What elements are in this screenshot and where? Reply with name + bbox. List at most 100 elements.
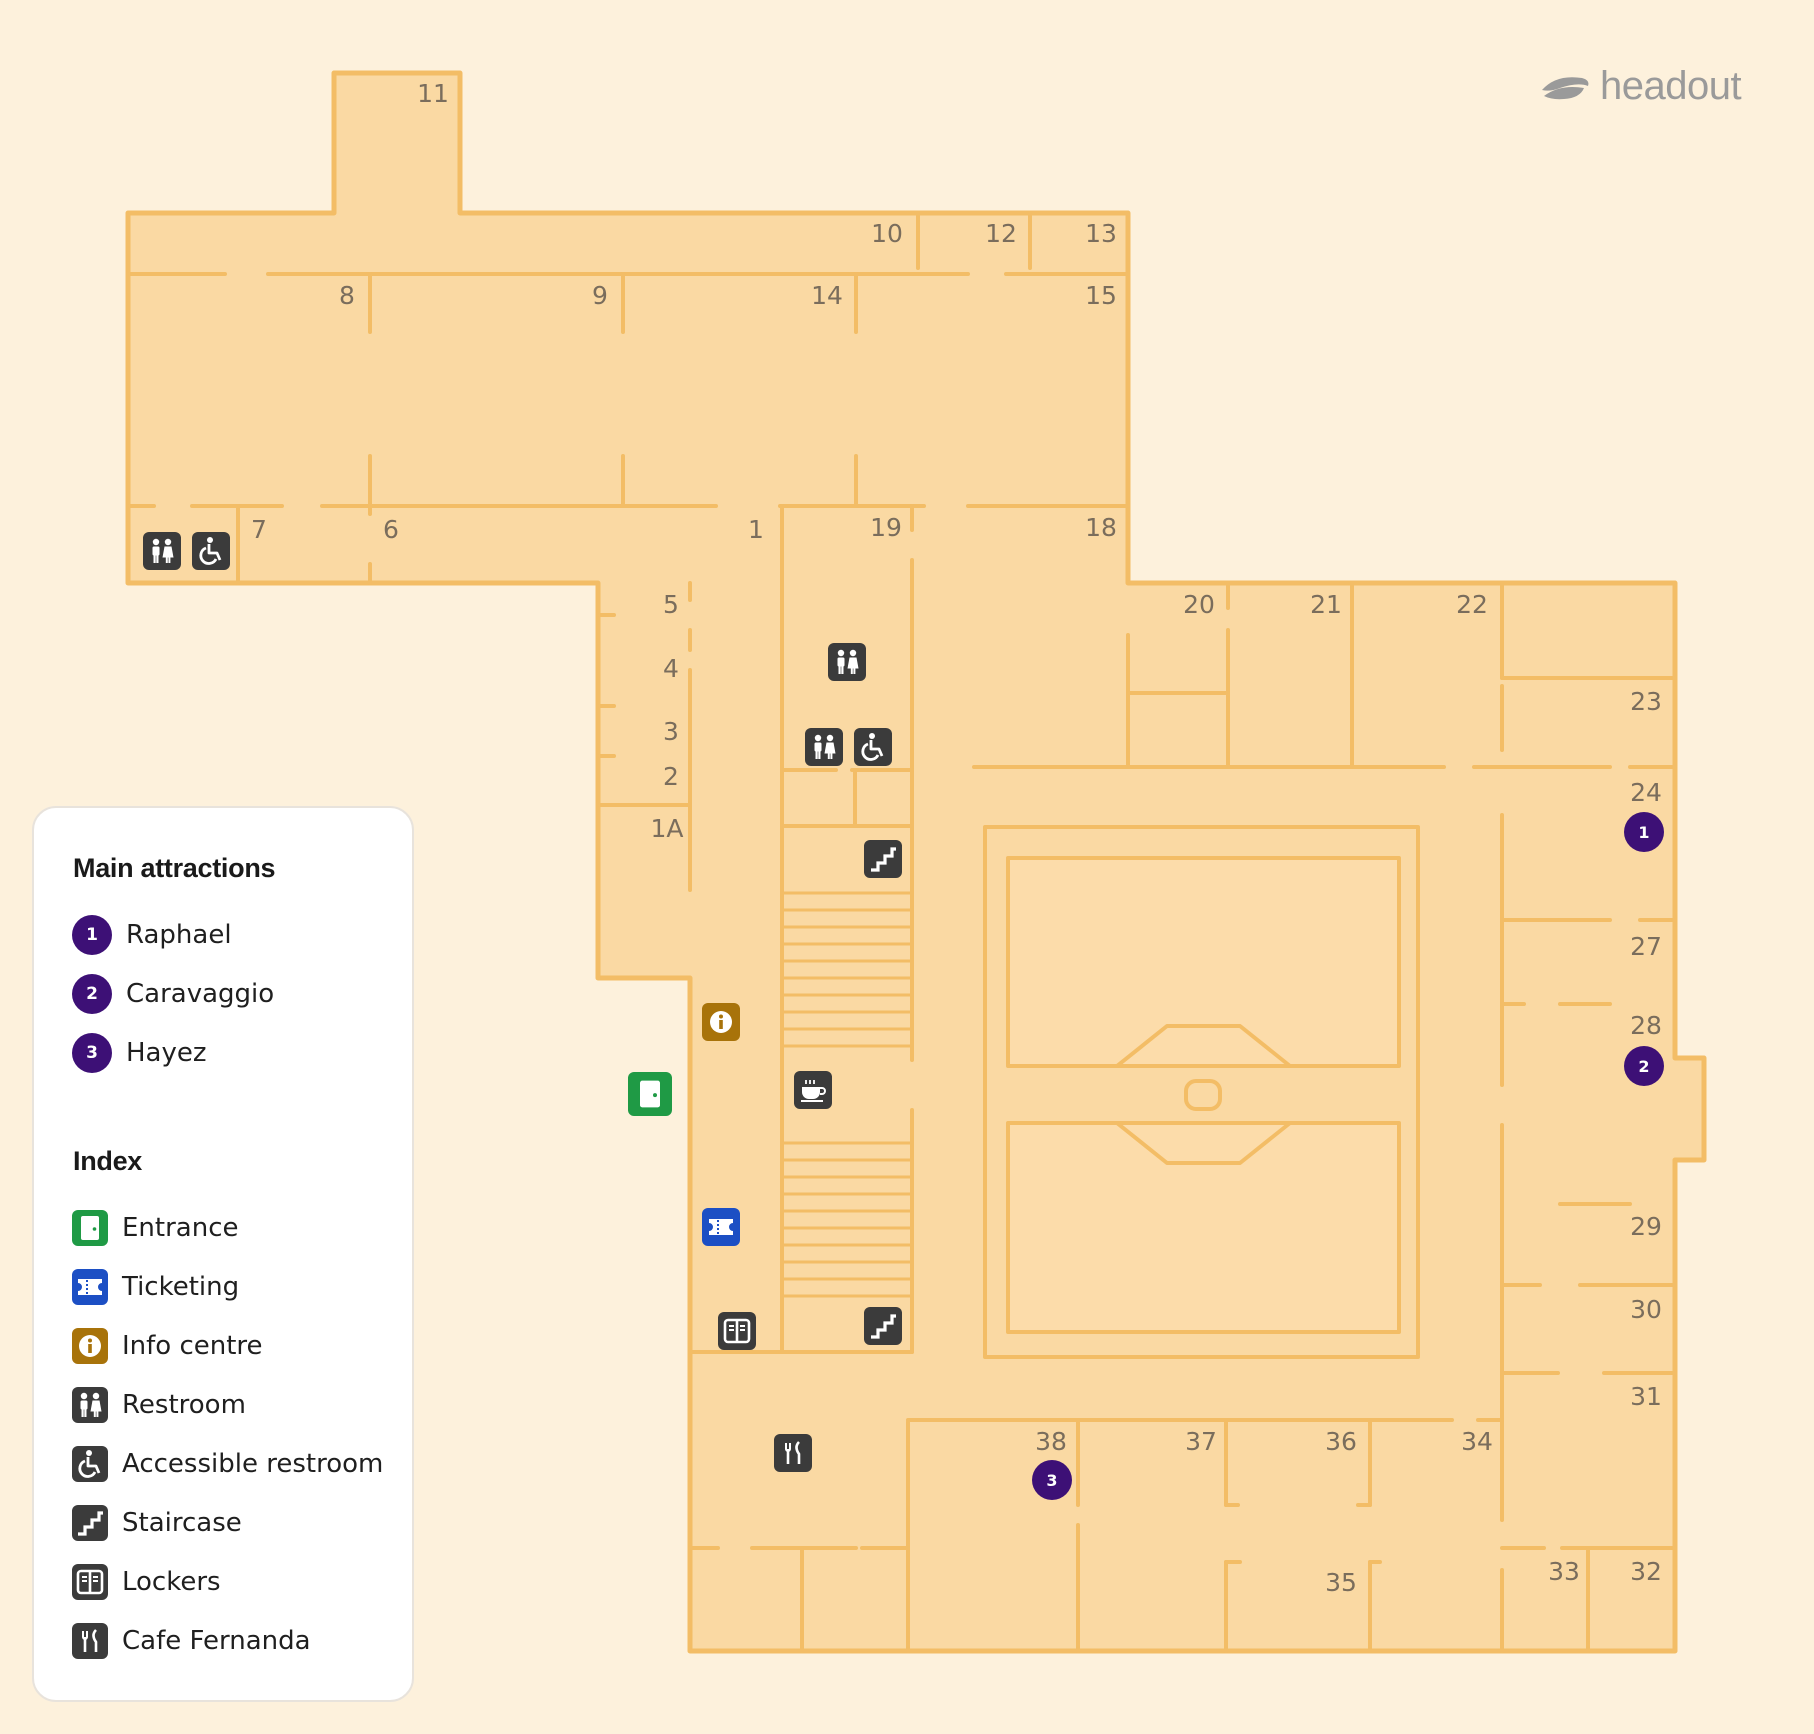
index-label: Staircase bbox=[122, 1508, 242, 1538]
map-legend: Main attractions 1 Raphael 2 Caravaggio … bbox=[32, 806, 414, 1702]
room-label: 18 bbox=[1085, 513, 1117, 542]
attraction-marker-label: 2 bbox=[1638, 1057, 1649, 1076]
legend-index-item[interactable]: Cafe Fernanda bbox=[72, 1623, 311, 1659]
ticketing-icon[interactable] bbox=[702, 1208, 740, 1246]
restroom-icon bbox=[72, 1387, 108, 1423]
attraction-marker-label: 3 bbox=[1046, 1471, 1057, 1490]
attraction-name: Hayez bbox=[126, 1038, 207, 1068]
legend-attraction-item[interactable]: 3 Hayez bbox=[72, 1033, 207, 1073]
room-label: 22 bbox=[1456, 590, 1488, 619]
room-label: 20 bbox=[1183, 590, 1215, 619]
room-label: 30 bbox=[1630, 1295, 1662, 1324]
room-label: 4 bbox=[663, 654, 679, 683]
brand-logo: headout bbox=[1538, 64, 1742, 109]
index-label: Info centre bbox=[122, 1331, 263, 1361]
staircase-icon[interactable] bbox=[864, 1307, 902, 1345]
entrance-icon[interactable] bbox=[628, 1072, 672, 1116]
index-label: Lockers bbox=[122, 1567, 221, 1597]
legend-index-item[interactable]: Lockers bbox=[72, 1564, 221, 1600]
room-label: 31 bbox=[1630, 1382, 1662, 1411]
room-label: 1A bbox=[650, 814, 683, 843]
outer-wall bbox=[125, 70, 1707, 1654]
legend-index-item[interactable]: Restroom bbox=[72, 1387, 246, 1423]
index-label: Cafe Fernanda bbox=[122, 1626, 311, 1656]
accessible-restroom-icon bbox=[72, 1446, 108, 1482]
legend-index-item[interactable]: Staircase bbox=[72, 1505, 242, 1541]
restroom-icon[interactable] bbox=[828, 643, 866, 681]
room-label: 37 bbox=[1185, 1427, 1217, 1456]
info-icon[interactable] bbox=[702, 1003, 740, 1041]
index-heading: Index bbox=[73, 1146, 143, 1176]
interior-walls bbox=[128, 213, 1675, 1653]
room-label: 1 bbox=[748, 515, 764, 544]
room-label: 32 bbox=[1630, 1557, 1662, 1586]
attraction-marker-label: 1 bbox=[1638, 823, 1649, 842]
courtyard bbox=[983, 825, 1420, 1359]
room-label: 36 bbox=[1325, 1427, 1357, 1456]
ticketing-icon bbox=[72, 1269, 108, 1305]
room-label: 5 bbox=[663, 590, 679, 619]
index-label: Restroom bbox=[122, 1390, 246, 1420]
room-label: 28 bbox=[1630, 1011, 1662, 1040]
attraction-badge: 2 bbox=[72, 974, 112, 1014]
room-label: 15 bbox=[1085, 281, 1117, 310]
room-label: 33 bbox=[1548, 1557, 1580, 1586]
room-label: 23 bbox=[1630, 687, 1662, 716]
entrance-icon bbox=[72, 1210, 108, 1246]
room-label: 29 bbox=[1630, 1212, 1662, 1241]
room-label: 21 bbox=[1310, 590, 1342, 619]
room-label: 27 bbox=[1630, 932, 1662, 961]
attraction-name: Caravaggio bbox=[126, 979, 275, 1009]
room-label: 24 bbox=[1630, 778, 1662, 807]
accessible-restroom-icon[interactable] bbox=[854, 728, 892, 766]
room-label: 7 bbox=[251, 515, 267, 544]
brand-name: headout bbox=[1600, 64, 1742, 108]
attraction-marker-2[interactable]: 2 bbox=[1624, 1046, 1664, 1086]
attraction-markers: 1 2 3 bbox=[1032, 812, 1664, 1500]
room-label: 3 bbox=[663, 717, 679, 746]
legend-attraction-item[interactable]: 1 Raphael bbox=[72, 915, 232, 955]
room-label: 14 bbox=[811, 281, 843, 310]
index-label: Accessible restroom bbox=[122, 1449, 384, 1479]
room-label: 19 bbox=[870, 513, 902, 542]
room-label: 8 bbox=[339, 281, 355, 310]
room-label: 9 bbox=[592, 281, 608, 310]
index-label: Entrance bbox=[122, 1213, 239, 1243]
map-facility-icons bbox=[143, 532, 902, 1472]
legend-index-item[interactable]: Ticketing bbox=[72, 1269, 239, 1305]
staircase-icon[interactable] bbox=[864, 840, 902, 878]
attraction-name: Raphael bbox=[126, 920, 232, 950]
room-label: 38 bbox=[1035, 1427, 1067, 1456]
lockers-icon bbox=[72, 1564, 108, 1600]
legend-index-item[interactable]: Entrance bbox=[72, 1210, 239, 1246]
index-label: Ticketing bbox=[122, 1272, 240, 1302]
room-label: 35 bbox=[1325, 1568, 1357, 1597]
attractions-heading: Main attractions bbox=[73, 853, 276, 883]
attraction-badge: 1 bbox=[72, 915, 112, 955]
legend-attraction-item[interactable]: 2 Caravaggio bbox=[72, 974, 274, 1014]
room-label: 12 bbox=[985, 219, 1017, 248]
coffee-icon[interactable] bbox=[794, 1071, 832, 1109]
room-label: 2 bbox=[663, 762, 679, 791]
lockers-icon[interactable] bbox=[718, 1312, 756, 1350]
cafe-icon bbox=[72, 1623, 108, 1659]
restroom-icon[interactable] bbox=[143, 532, 181, 570]
room-label: 6 bbox=[383, 515, 399, 544]
attraction-marker-3[interactable]: 3 bbox=[1032, 1460, 1072, 1500]
restroom-icon[interactable] bbox=[805, 728, 843, 766]
accessible-restroom-icon[interactable] bbox=[192, 532, 230, 570]
headout-logo-icon bbox=[1542, 76, 1589, 99]
attraction-marker-1[interactable]: 1 bbox=[1624, 812, 1664, 852]
room-labels: 11 10 12 13 8 9 14 15 7 6 1 19 18 5 4 3 … bbox=[251, 79, 1662, 1597]
legend-index-item[interactable]: Info centre bbox=[72, 1328, 263, 1364]
staircase-icon bbox=[72, 1505, 108, 1541]
info-icon bbox=[72, 1328, 108, 1364]
room-label: 10 bbox=[871, 219, 903, 248]
cafe-icon[interactable] bbox=[774, 1434, 812, 1472]
room-label: 13 bbox=[1085, 219, 1117, 248]
room-label: 34 bbox=[1461, 1427, 1493, 1456]
attraction-badge: 3 bbox=[72, 1033, 112, 1073]
legend-index-item[interactable]: Accessible restroom bbox=[72, 1446, 383, 1482]
room-label: 11 bbox=[417, 79, 449, 108]
